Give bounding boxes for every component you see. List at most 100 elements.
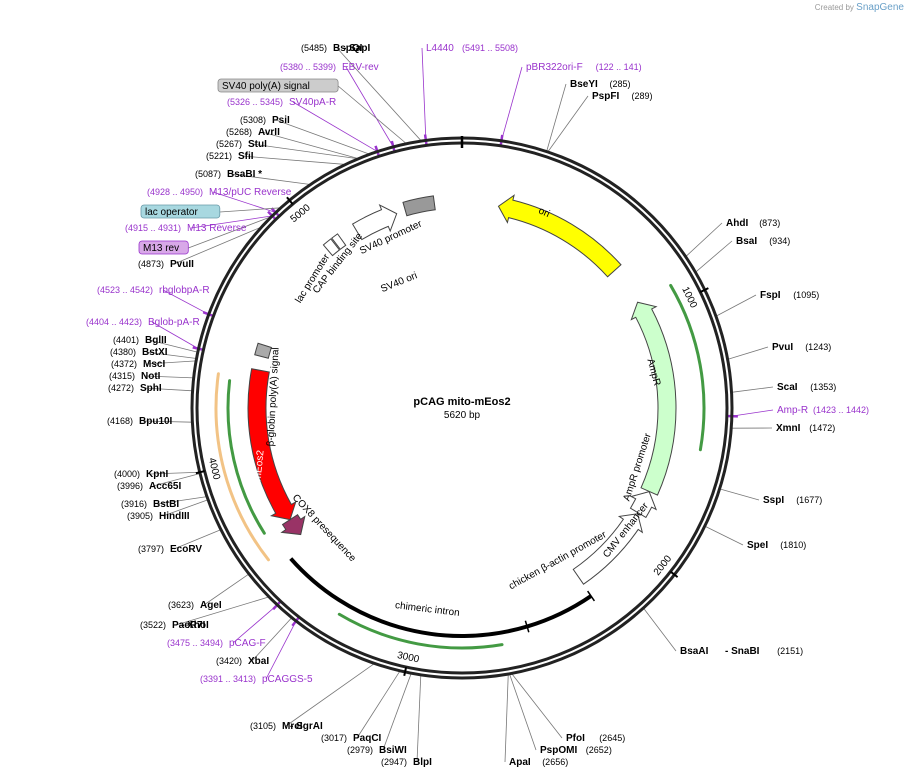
- label-name: ScaI: [777, 382, 798, 393]
- leader-line: [261, 131, 359, 160]
- label-name: - XhoI: [181, 620, 209, 631]
- label-position: (2979): [347, 745, 373, 755]
- label-position: (289): [632, 91, 653, 101]
- ruler-label: 2000: [652, 553, 675, 578]
- label-name: PfoI: [566, 733, 585, 744]
- boxed-label-lac-operator: lac operator: [140, 204, 221, 219]
- leader-line: [232, 604, 278, 644]
- enzyme-bseyi: BseYI (285): [570, 79, 631, 90]
- label-position: (3905): [127, 511, 153, 521]
- label-name: lac operator: [145, 207, 198, 218]
- leader-line: [148, 339, 198, 353]
- label-position: (3420): [216, 656, 242, 666]
- leader-line: [501, 66, 523, 141]
- label-name: BseYI: [570, 79, 598, 90]
- leader-line: [162, 289, 209, 315]
- enzyme-avrii: AvrII(5268): [226, 127, 280, 138]
- label-name: M13 rev: [143, 243, 179, 254]
- leader-line: [685, 222, 723, 258]
- label-name: Amp-R: [777, 405, 808, 416]
- label-name: HindIII: [159, 511, 190, 522]
- boxed-label-m13-rev: M13 rev: [138, 240, 189, 255]
- label-position: (3475 .. 3494): [167, 638, 223, 648]
- leader-line: [190, 215, 273, 229]
- label-name: SV40 poly(A) signal: [222, 81, 310, 92]
- label-position: (2645): [599, 733, 625, 743]
- ruler-tick: [669, 570, 679, 578]
- label-position: (4915 .. 4931): [125, 223, 181, 233]
- label-position: (4000): [114, 469, 140, 479]
- label-name: Acc65I: [149, 481, 181, 492]
- label-name: PspOMI: [540, 745, 577, 756]
- enzyme-bsai: BsaI(934): [736, 236, 790, 247]
- label-name: KpnI: [146, 469, 168, 480]
- boxed-label-sv40-poly-a-signal: SV40 poly(A) signal: [217, 78, 339, 93]
- label-box: [138, 240, 189, 255]
- label-position: (5267): [216, 139, 242, 149]
- enzyme-ecorv: EcoRV(3797): [138, 544, 202, 555]
- label-name: Bpu10I: [139, 416, 173, 427]
- enzyme--snabi: - SnaBI(2151): [725, 646, 803, 657]
- leader-line: [546, 83, 567, 152]
- primer-sv40pa-r: SV40pA-R (5326 .. 5345): [227, 97, 336, 108]
- label-position: (4873): [138, 259, 164, 269]
- label-position: (5308): [240, 115, 266, 125]
- enzyme-fspi: FspI(1095): [760, 290, 819, 301]
- enzyme-bspqi: BspQI(5485): [301, 43, 363, 54]
- label-name: SV40pA-R: [289, 97, 336, 108]
- label-name: PaqCI: [353, 733, 382, 744]
- label-name: BsaI: [736, 236, 757, 247]
- label-name: PsiI: [272, 115, 290, 126]
- feature-chicken-b-actin-promoter: [526, 594, 593, 629]
- label-name: BlpI: [413, 757, 432, 768]
- leader-line: [173, 529, 222, 550]
- enzyme-xmni: XmnI(1472): [776, 423, 835, 434]
- enzyme-sspi: SspI(1677): [763, 495, 822, 506]
- label-position: (1243): [805, 342, 831, 352]
- label-name: BglII: [145, 335, 167, 346]
- label-position: (4315): [109, 371, 135, 381]
- enzyme--sapi: - SapI: [343, 43, 370, 54]
- leader-line: [345, 66, 394, 148]
- label-position: (5268): [226, 127, 252, 137]
- enzyme-kpni: KpnI (4000): [114, 469, 168, 480]
- enzyme-bsabi-: BsaBI *(5087): [195, 169, 262, 180]
- enzyme-sfii: SfiI(5221): [206, 151, 254, 162]
- enzyme-msci: MscI(4372): [111, 359, 165, 370]
- leader-line: [146, 360, 197, 365]
- label-position: (4523 .. 4542): [97, 285, 153, 295]
- feature-cap-binding: [331, 233, 347, 250]
- enzyme-bsaai: BsaAI: [680, 646, 709, 657]
- primer-rbglobpa-r: rbglobpA-R(4523 .. 4542): [97, 285, 210, 296]
- label-name: BstXI: [142, 347, 168, 358]
- label-position: (3916): [121, 499, 147, 509]
- enzyme-scai: ScaI(1353): [777, 382, 836, 393]
- leader-line: [547, 95, 589, 153]
- label-name: FspI: [760, 290, 781, 301]
- enzyme-pvui: PvuI(1243): [772, 342, 831, 353]
- label-position: (285): [610, 79, 631, 89]
- primer-ebv-rev: EBV-rev(5380 .. 5399): [280, 62, 379, 73]
- label-position: (5326 .. 5345): [227, 97, 283, 107]
- label-name: BstBI: [153, 499, 179, 510]
- sv40-ori-label: SV40 ori: [379, 270, 419, 295]
- label-name: SfiI: [238, 151, 254, 162]
- leader-line: [144, 375, 194, 379]
- leader-line: [203, 573, 250, 606]
- label-position: (4272): [108, 383, 134, 393]
- label-name: pCAG-F: [229, 638, 266, 649]
- enzyme-bglii: BglII(4401): [113, 335, 167, 346]
- leader-line: [175, 596, 270, 626]
- label-position: (3391 .. 3413): [200, 674, 256, 684]
- label-name: EcoRV: [170, 544, 202, 555]
- label-position: (4928 .. 4950): [147, 187, 203, 197]
- chimeric-intron-label: chimeric intron: [394, 600, 460, 619]
- enzyme-apai: ApaI(2656): [509, 757, 568, 768]
- ori-label: ori: [537, 205, 552, 220]
- enzyme-noti: NotI(4315): [109, 371, 161, 382]
- label-name: BsaBI *: [227, 169, 262, 180]
- enzyme-bstbi: BstBI (3916): [121, 499, 179, 510]
- primer-m13-puc-reverse: M13/pUC Reverse(4928 .. 4950): [147, 187, 292, 198]
- leader-line: [156, 496, 208, 505]
- enzyme-pspomi: PspOMI(2652): [540, 745, 612, 756]
